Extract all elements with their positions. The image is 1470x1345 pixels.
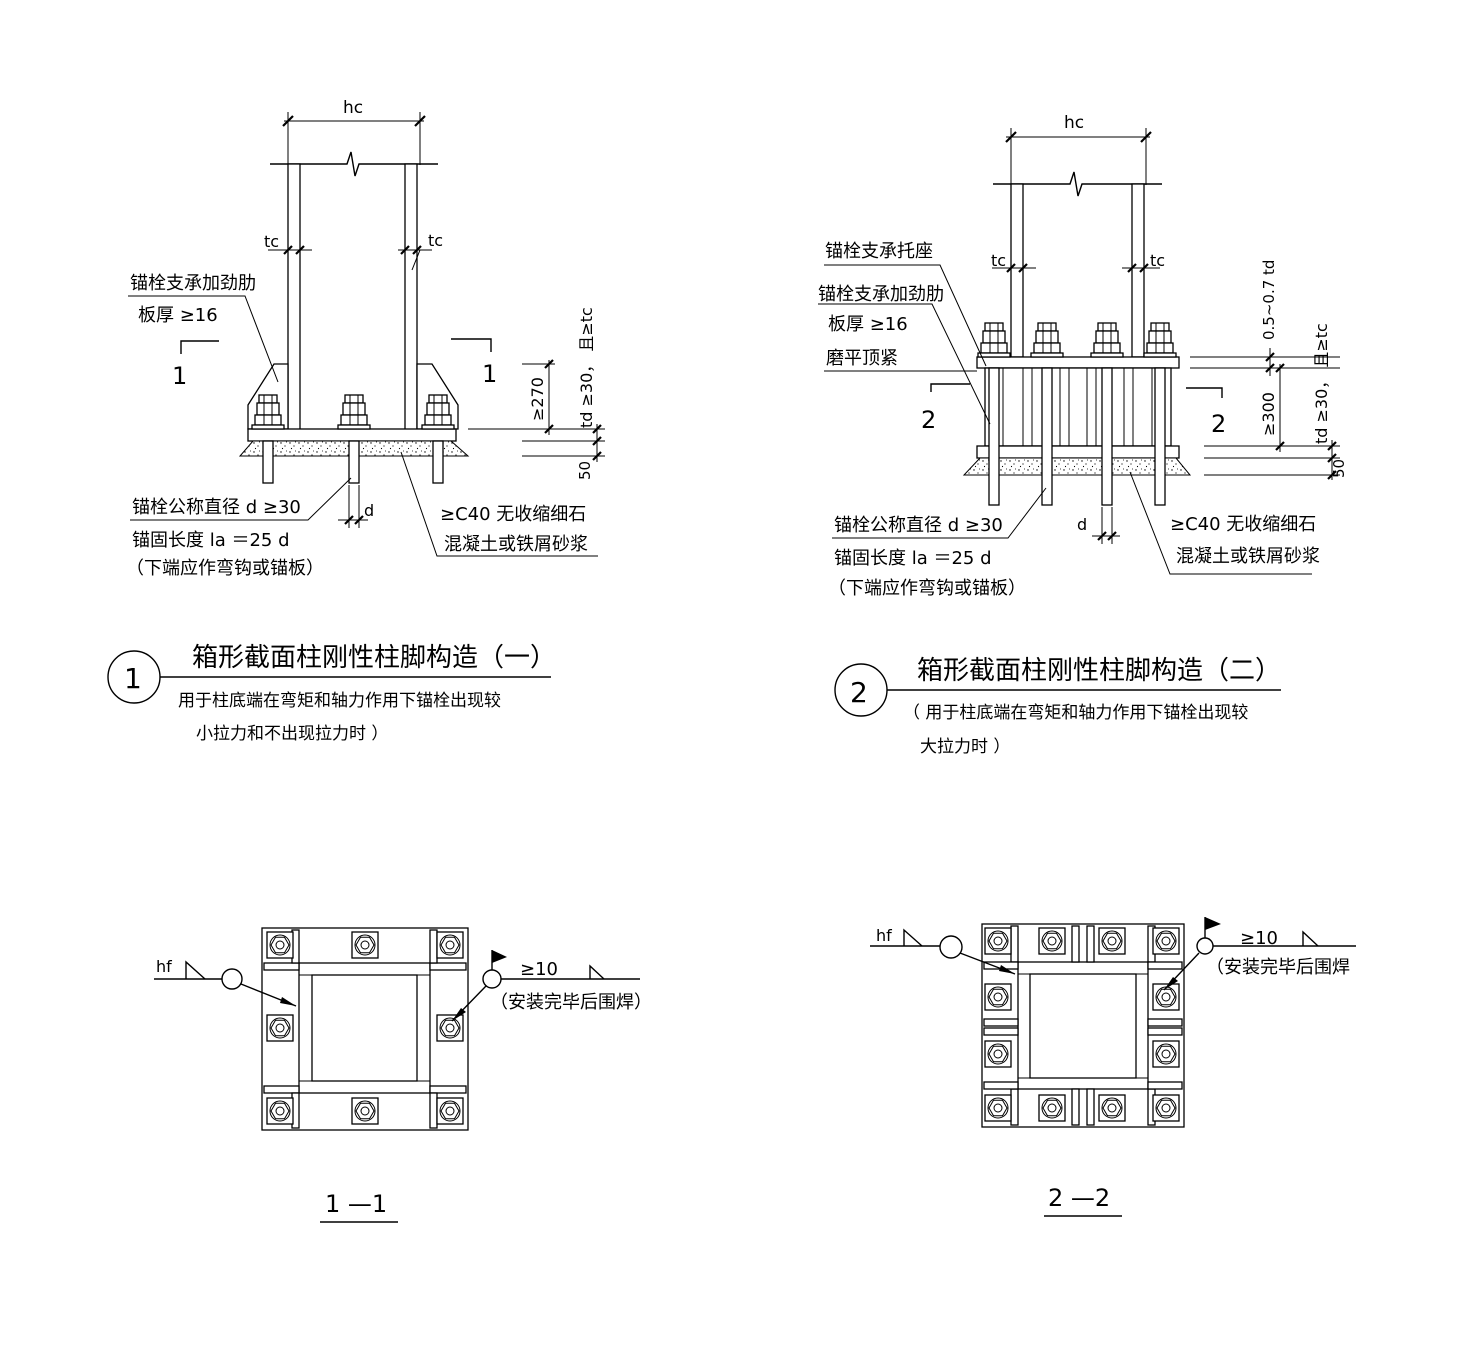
d1-sub-1: 用于柱底端在弯矩和轴力作用下锚栓出现较	[178, 691, 501, 711]
d2-sub-2: 大拉力时 ）	[920, 737, 1010, 757]
d1-title: 箱形截面柱刚性柱脚构造（一）	[192, 643, 556, 673]
d2-grout-2: 混凝土或铁屑砂浆	[1176, 546, 1320, 567]
d1-cut-right: 1	[482, 360, 497, 388]
d1-grout-1: ≥C40 无收缩细石	[440, 504, 586, 525]
d2-dim-td: td ≥30， 且≥tc	[1312, 323, 1331, 444]
section-2-2-plan: hf ≥10 （安装完毕后围焊 2 —2	[870, 917, 1356, 1217]
s2-weld: ≥10	[1240, 928, 1278, 949]
d2-dim-height: ≥300	[1259, 392, 1278, 436]
d2-seat-label: 锚栓支承托座	[825, 241, 933, 262]
d1-tc-right: tc	[428, 231, 443, 250]
s1-label: 1 —1	[325, 1190, 387, 1218]
d1-d-label: d	[364, 501, 374, 520]
d2-cut-right: 2	[1211, 410, 1226, 438]
d2-title: 箱形截面柱刚性柱脚构造（二）	[917, 656, 1281, 686]
d1-bolt-dia: 锚栓公称直径 d ≥30	[132, 497, 301, 518]
d1-sub-2: 小拉力和不出现拉力时 ）	[196, 724, 388, 744]
d2-number: 2	[850, 676, 868, 709]
d2-anchor-note: （下端应作弯钩或锚板）	[828, 578, 1026, 599]
detail-2-elevation: hc tc tc	[818, 113, 1348, 757]
d2-sub-1: （ 用于柱底端在弯矩和轴力作用下锚栓出现较	[903, 703, 1248, 723]
s1-weld-note: （安装完毕后围焊）	[490, 992, 652, 1013]
d1-stiffener-label: 锚栓支承加劲肋	[130, 273, 256, 294]
d2-cut-left: 2	[921, 406, 936, 434]
d1-number: 1	[124, 662, 142, 695]
d2-stiffener-thick: 板厚 ≥16	[828, 314, 908, 335]
d2-bolt-dia: 锚栓公称直径 d ≥30	[834, 515, 1003, 536]
d2-dim-50: 50	[1330, 459, 1348, 478]
d1-stiffener-thick: 板厚 ≥16	[138, 305, 218, 326]
detail-1-elevation: hc tc tc d	[107, 98, 605, 744]
d1-anchor-note: （下端应作弯钩或锚板）	[126, 558, 324, 579]
d1-cut-left: 1	[172, 362, 187, 390]
d2-anchor-len: 锚固长度 la ＝25 d	[834, 548, 992, 569]
d1-tc-left: tc	[264, 232, 279, 251]
s1-weld: ≥10	[520, 959, 558, 980]
d1-dim-50: 50	[576, 461, 594, 480]
d2-dim-top-plate: 0.5~0.7 td	[1260, 260, 1278, 340]
d2-grout-1: ≥C40 无收缩细石	[1170, 514, 1316, 535]
d1-dim-hc: hc	[343, 98, 363, 118]
s2-weld-note: （安装完毕后围焊	[1206, 957, 1350, 978]
d1-anchor-len: 锚固长度 la ＝25 d	[132, 530, 290, 551]
s1-hf: hf	[156, 957, 172, 976]
d2-d-label: d	[1077, 515, 1087, 534]
d1-dim-height: ≥270	[528, 377, 547, 421]
section-1-1-plan: hf ≥10 （安装完毕后围焊） 1 —1	[154, 927, 652, 1223]
s2-hf: hf	[876, 926, 892, 945]
d2-stiffener-label: 锚栓支承加劲肋	[818, 284, 944, 305]
d2-dim-hc: hc	[1064, 113, 1084, 133]
d2-grind-label: 磨平顶紧	[826, 348, 898, 369]
s2-label: 2 —2	[1048, 1184, 1110, 1212]
d1-grout-2: 混凝土或铁屑砂浆	[444, 534, 588, 555]
d2-tc-right: tc	[1150, 251, 1165, 270]
d1-dim-td: td ≥30， 且≥tc	[577, 307, 596, 428]
d2-tc-left: tc	[991, 251, 1006, 270]
